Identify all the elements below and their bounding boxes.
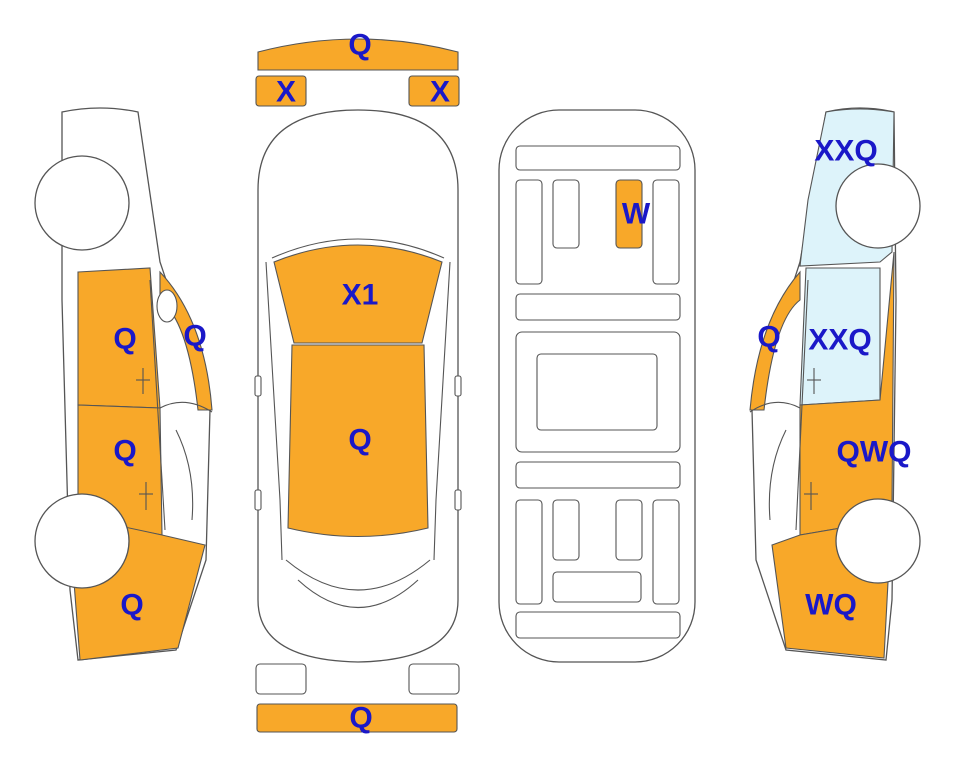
right-front-door-label: XXQ xyxy=(808,324,871,357)
right-front-wheel xyxy=(835,163,921,249)
left-rear-quarter-label: Q xyxy=(120,589,143,622)
left-front-wheel xyxy=(34,155,130,251)
left-a-pillar-label: Q xyxy=(183,320,206,353)
top-view xyxy=(254,109,462,733)
front-bumper-group xyxy=(255,38,460,107)
right-rear-quarter-label: WQ xyxy=(805,589,857,622)
right-a-pillar-panel[interactable] xyxy=(749,270,801,411)
roof-panel[interactable] xyxy=(287,344,429,538)
roof-label: Q xyxy=(348,424,371,457)
front-left-light-label: X xyxy=(276,76,296,109)
hood-label: X1 xyxy=(342,279,379,312)
underbody-panel-label: W xyxy=(622,198,651,231)
left-side-view xyxy=(34,107,213,661)
underbody-damaged-panel[interactable] xyxy=(615,179,643,249)
right-rear-door-label: QWQ xyxy=(837,436,912,469)
front-bumper-panel[interactable] xyxy=(257,38,459,71)
rear-bumper-label: Q xyxy=(349,702,372,735)
left-rear-door-label: Q xyxy=(113,435,136,468)
front-right-light-panel[interactable] xyxy=(408,75,460,107)
right-front-fender-label: XXQ xyxy=(814,135,877,168)
right-rear-wheel xyxy=(835,498,921,584)
front-left-light-panel[interactable] xyxy=(255,75,307,107)
underbody-view xyxy=(498,109,696,663)
right-a-pillar-label: Q xyxy=(757,321,780,354)
left-front-door-label: Q xyxy=(113,323,136,356)
rear-right-light xyxy=(408,663,460,695)
rear-left-light xyxy=(255,663,307,695)
left-rear-wheel xyxy=(34,493,130,589)
right-side-view xyxy=(749,107,921,661)
hood-panel[interactable] xyxy=(273,244,443,344)
front-bumper-label: Q xyxy=(348,29,371,62)
front-right-light-label: X xyxy=(430,76,450,109)
rear-bumper-panel[interactable] xyxy=(256,703,458,733)
damage-labels: Q X X X1 Q Q Q Q Q Q W XXQ XXQ Q QWQ WQ xyxy=(113,29,911,735)
